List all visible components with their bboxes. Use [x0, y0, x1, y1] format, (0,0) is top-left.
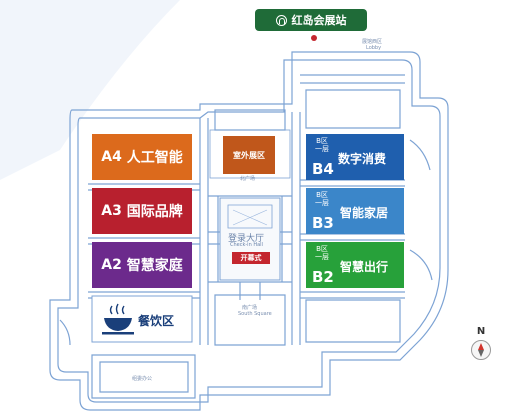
- top-right-sublabel: Lobby: [366, 45, 382, 51]
- dining-label: 餐饮区: [138, 314, 175, 328]
- compass: N: [469, 326, 493, 360]
- hall-b3-label: B区一层 B3 智能家居: [306, 188, 404, 234]
- south-square-sublabel: South Square: [238, 311, 272, 317]
- hall-b2-label: B区一层 B2 智慧出行: [306, 242, 404, 288]
- hall-b4-label: B区一层 B4 数字消费: [306, 134, 404, 180]
- hall-b4-name: 数字消费: [338, 152, 387, 166]
- hall-a2[interactable]: [92, 242, 192, 288]
- compass-north-label: N: [476, 326, 486, 337]
- compass-icon: [471, 340, 491, 360]
- south-square-label: 南广场: [242, 305, 258, 311]
- hall-b3-name: 智能家居: [340, 206, 389, 220]
- outdoor-area-box: [223, 136, 275, 174]
- hall-a2-code: A2: [101, 257, 122, 273]
- hall-b4-zone: B区一层: [315, 137, 329, 153]
- station-badge[interactable]: 红岛会展站: [255, 9, 367, 31]
- checkin-hall-label: 登录大厅: [228, 234, 265, 244]
- opening-ceremony-label: 开幕式: [240, 254, 262, 262]
- hall-a4-name: 人工智能: [126, 150, 183, 166]
- checkin-hall-outline: [219, 197, 281, 281]
- hall-a4-code: A4: [101, 149, 122, 165]
- office-label: 组委办公: [132, 376, 153, 382]
- hall-b4[interactable]: [306, 134, 404, 180]
- hall-b2-name: 智慧出行: [340, 260, 389, 274]
- hall-b2[interactable]: [306, 242, 404, 288]
- hall-b4-code: B4: [312, 160, 334, 178]
- bowl-icon: [102, 303, 134, 335]
- hall-a2-name: 智慧家庭: [126, 258, 183, 274]
- hall-b3-code: B3: [312, 214, 334, 232]
- hall-b2-code: B2: [312, 268, 334, 286]
- station-label: 红岛会展站: [291, 14, 347, 27]
- hall-a3-label: A3 国际品牌: [92, 188, 192, 234]
- outdoor-area-label: 室外展区: [233, 151, 265, 160]
- station-marker: [311, 35, 317, 41]
- opening-ceremony-box[interactable]: [232, 252, 270, 264]
- hall-a4-label: A4 人工智能: [92, 134, 192, 180]
- hall-a3[interactable]: [92, 188, 192, 234]
- north-square-label: 北广场: [240, 176, 256, 182]
- hall-b3-zone: B区一层: [315, 191, 329, 207]
- hall-b2-zone: B区一层: [315, 245, 329, 261]
- hall-a3-name: 国际品牌: [126, 204, 183, 220]
- top-right-label: 展馆西区: [362, 39, 383, 45]
- hall-a3-code: A3: [101, 203, 122, 219]
- hall-a2-label: A2 智慧家庭: [92, 242, 192, 288]
- checkin-hall-sublabel: Check-in Hall: [230, 242, 263, 248]
- hall-b3[interactable]: [306, 188, 404, 234]
- metro-icon: [275, 14, 287, 26]
- hall-a4[interactable]: [92, 134, 192, 180]
